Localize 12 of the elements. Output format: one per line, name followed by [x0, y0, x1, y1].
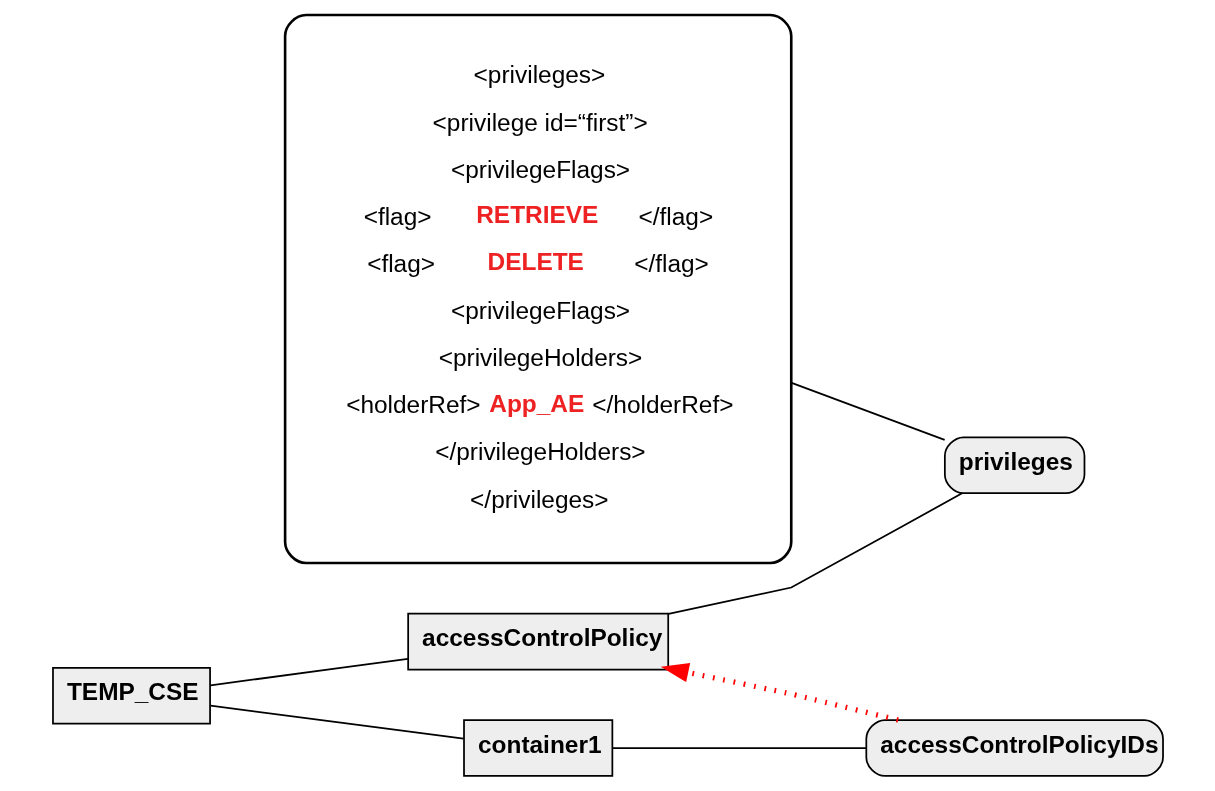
node-box: container1: [462, 719, 613, 777]
node-box: <privileges> <privilege id=“first”> <privilegeFlags> <flag> RETRIEVE </flag> <flag> DELETE </flag> <privilegeFlags> <privilegeHolders> <holderRef> App_AE </holderRef> </privilegeHolders> </privileges>: [283, 13, 793, 565]
connector: [209, 704, 464, 740]
node-box: TEMP_CSE: [51, 666, 211, 725]
connector: [667, 492, 963, 615]
connector: [209, 657, 409, 687]
node-box: accessControlPolicyIDs: [864, 719, 1164, 777]
connector: [790, 381, 945, 441]
node-box: privileges: [943, 436, 1085, 495]
arrow: [660, 662, 899, 723]
node-box: accessControlPolicy: [406, 612, 669, 671]
connector: [611, 747, 867, 749]
